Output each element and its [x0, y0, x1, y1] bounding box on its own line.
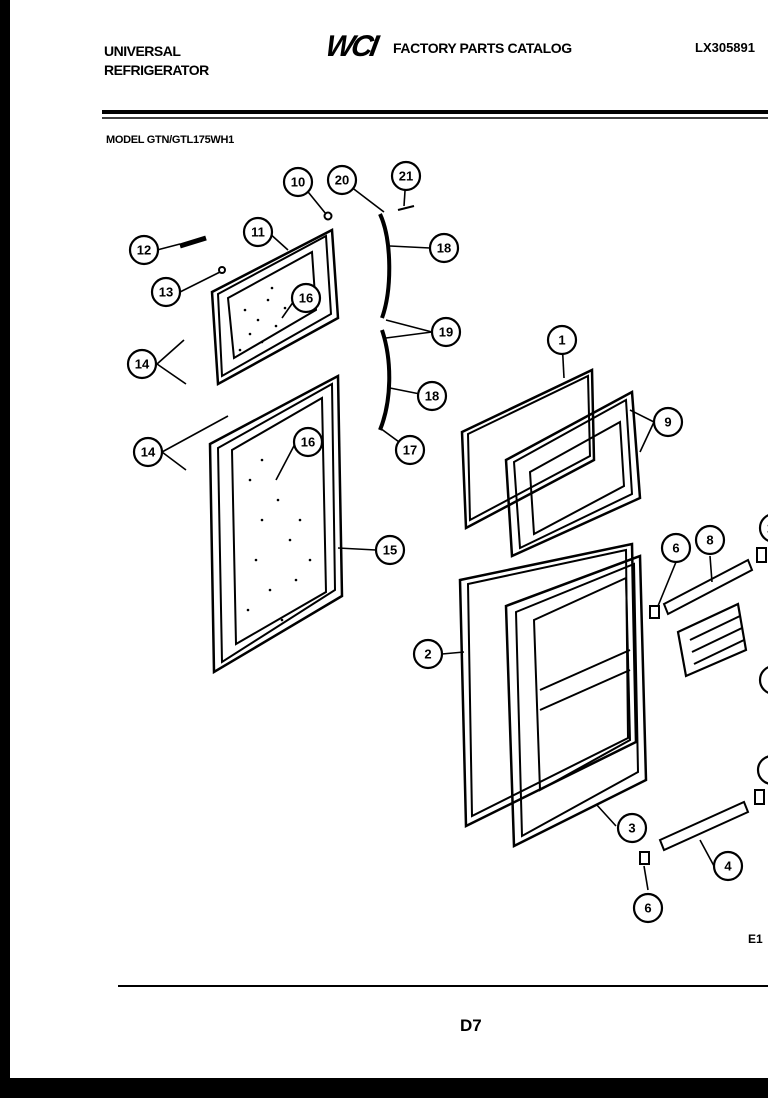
svg-text:9: 9	[664, 415, 671, 430]
edge-clip-upper	[756, 547, 767, 563]
fresh-food-door-outer-panel	[208, 373, 344, 675]
callout-7: 7	[758, 666, 768, 694]
svg-text:2: 2	[424, 647, 431, 662]
callout-12: 12	[128, 234, 160, 266]
svg-text:6: 6	[644, 901, 651, 916]
callout-18-upper: 18	[428, 232, 460, 264]
svg-text:17: 17	[403, 443, 417, 458]
door-stop	[179, 235, 207, 249]
svg-text:14: 14	[141, 445, 156, 460]
svg-text:3: 3	[628, 821, 635, 836]
callout-11: 11	[242, 216, 274, 248]
svg-text:1: 1	[558, 333, 565, 348]
callout-6-lower: 6	[632, 892, 664, 924]
upper-shelf-rail	[662, 558, 754, 616]
callout-2: 2	[412, 638, 444, 670]
callout-16-fresh-food: 16	[292, 426, 324, 458]
freezer-door-liner	[504, 389, 642, 558]
edge-clip-lower	[754, 789, 765, 805]
svg-text:11: 11	[251, 225, 265, 240]
callout-8: 8	[694, 524, 726, 556]
page-label: D7	[460, 1016, 482, 1035]
diagram-code: E1	[748, 932, 763, 946]
callout-6-upper: 6	[660, 532, 692, 564]
svg-text:16: 16	[301, 435, 315, 450]
svg-text:4: 4	[724, 859, 732, 874]
lower-shelf-rail	[658, 800, 750, 852]
svg-text:18: 18	[437, 241, 451, 256]
callout-19: 19	[430, 316, 462, 348]
dairy-bin	[676, 602, 748, 678]
svg-text:16: 16	[767, 521, 768, 536]
svg-text:6: 6	[672, 541, 679, 556]
freezer-door-handle	[378, 213, 392, 319]
callout-5: 5	[756, 755, 768, 785]
freezer-door-outer-panel	[210, 228, 340, 387]
callout-15: 15	[374, 534, 406, 566]
callout-18-lower: 18	[416, 380, 448, 412]
freezer-gasket	[460, 368, 596, 531]
svg-text:10: 10	[291, 175, 305, 190]
svg-text:14: 14	[135, 357, 150, 372]
svg-text:12: 12	[137, 243, 151, 258]
callout-16-freezer: 16	[290, 282, 322, 314]
shelf-clip-lower	[639, 851, 650, 865]
catalog-title: FACTORY PARTS CATALOG	[393, 40, 572, 56]
svg-text:20: 20	[335, 173, 349, 188]
plug-button	[323, 211, 333, 221]
callout-14-lower: 14	[132, 436, 164, 468]
callout-4: 4	[712, 850, 744, 882]
shelf-clip-upper	[649, 605, 660, 619]
callout-17: 17	[394, 434, 426, 466]
callout-21: 21	[390, 160, 422, 192]
brand-line-2: REFRIGERATOR	[104, 62, 209, 78]
callout-1: 1	[546, 324, 578, 356]
model-label: MODEL GTN/GTL175WH1	[106, 134, 234, 146]
svg-text:8: 8	[706, 533, 713, 548]
fresh-food-door-handle	[378, 329, 392, 431]
callout-9: 9	[652, 406, 684, 438]
callout-13: 13	[150, 276, 182, 308]
callout-14-upper: 14	[126, 348, 158, 380]
svg-text:15: 15	[383, 543, 397, 558]
fresh-food-gasket	[458, 542, 638, 828]
handle-screw	[397, 205, 415, 211]
svg-text:13: 13	[159, 285, 173, 300]
freezer-door-insulation	[238, 286, 287, 352]
svg-text:18: 18	[425, 389, 439, 404]
doc-number: LX305891	[695, 40, 755, 55]
bottom-black-band	[0, 1078, 768, 1098]
brand-line-1: UNIVERSAL	[104, 43, 181, 59]
callout-10: 10	[282, 166, 314, 198]
screw	[218, 266, 226, 274]
svg-text:16: 16	[299, 291, 313, 306]
callout-16-edge: 16	[758, 514, 768, 542]
svg-text:21: 21	[399, 169, 413, 184]
svg-text:19: 19	[439, 325, 453, 340]
left-black-band	[0, 0, 10, 1078]
fresh-food-door-insulation	[246, 458, 312, 622]
callout-3: 3	[616, 812, 648, 844]
callout-20: 20	[326, 164, 358, 196]
fresh-food-door-liner	[504, 554, 648, 848]
